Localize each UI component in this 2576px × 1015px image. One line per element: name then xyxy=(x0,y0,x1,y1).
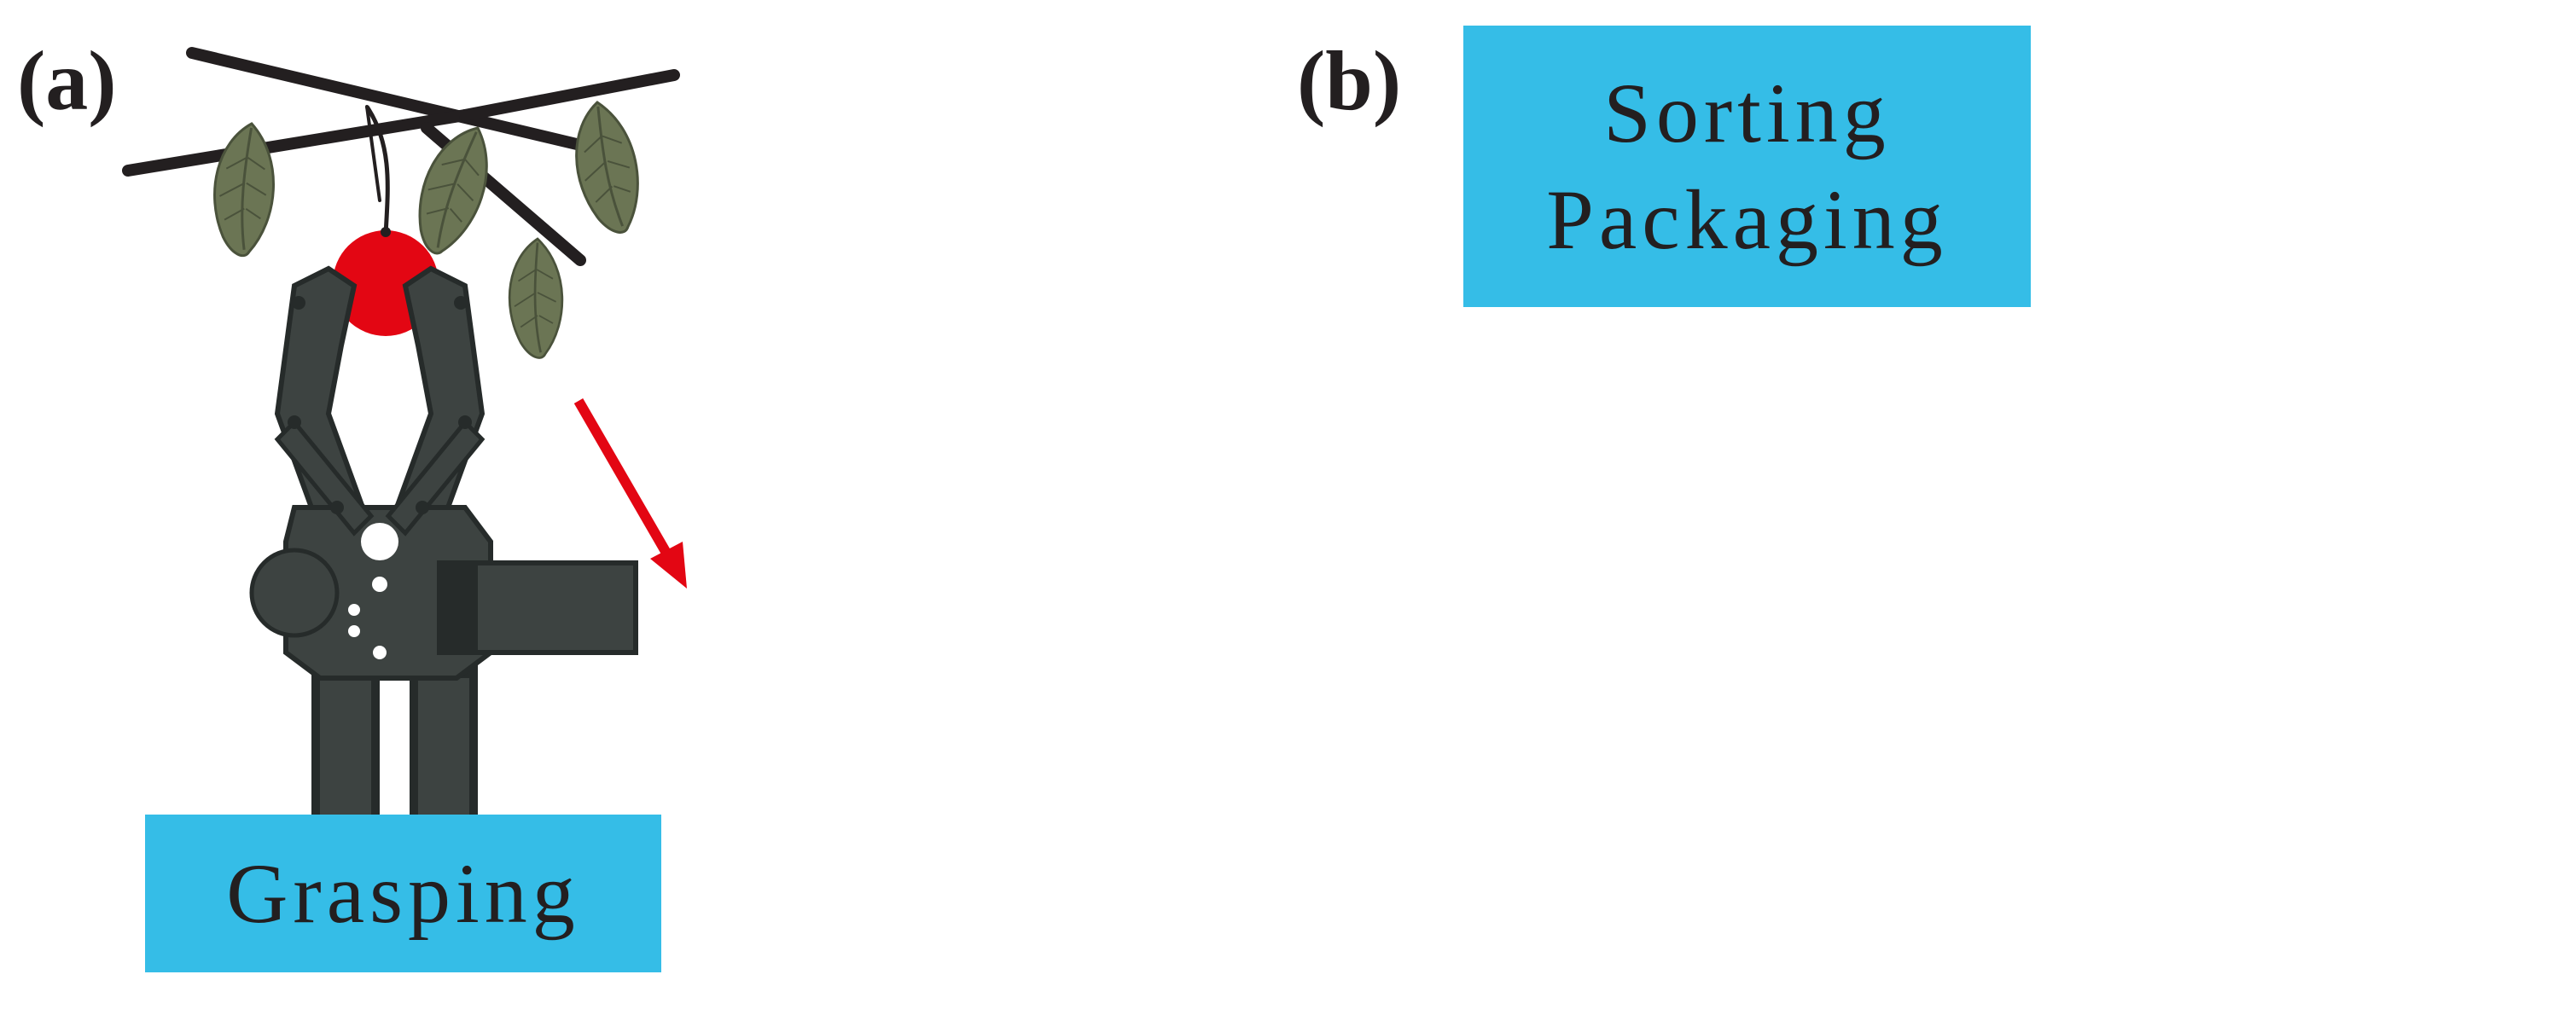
arrow-icon xyxy=(573,397,687,589)
packaging-label: Packaging xyxy=(1546,172,1948,267)
panel-a-scene-1 xyxy=(122,47,687,832)
sorting-packaging-label-box: Sorting Packaging xyxy=(1463,26,2031,307)
panel-a-label: (a) xyxy=(17,33,117,128)
grasping-label: Grasping xyxy=(226,846,580,941)
sorting-label: Sorting xyxy=(1603,66,1891,160)
panel-b-label: (b) xyxy=(1297,33,1402,128)
gripper-icon xyxy=(252,269,636,832)
grasping-label-box: Grasping xyxy=(145,815,661,972)
